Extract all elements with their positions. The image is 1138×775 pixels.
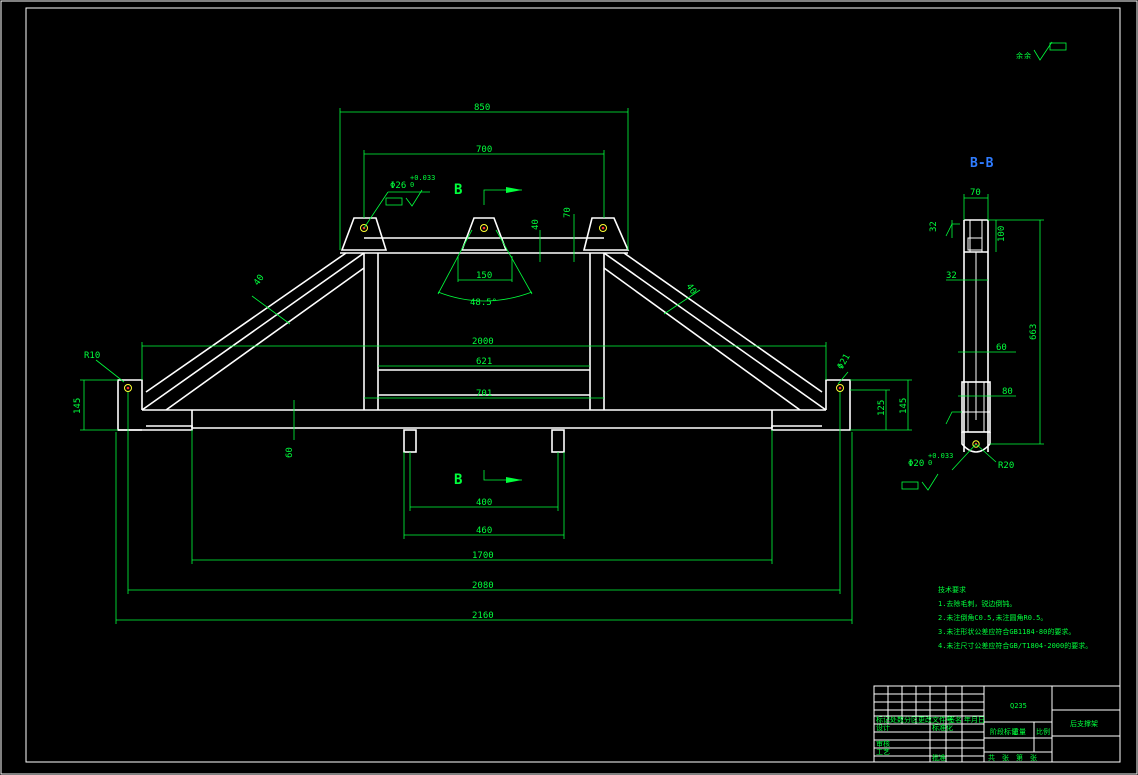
svg-text:年月日: 年月日: [964, 715, 985, 724]
dimension-lines: [80, 108, 912, 624]
svg-text:重量: 重量: [1012, 728, 1026, 736]
inner-frame: [25, 7, 1121, 763]
svg-text:共: 共: [988, 753, 995, 762]
dim-150: 150: [476, 271, 492, 281]
tech-item-4: 4.未注尺寸公差应符合GB/T1804-2000的要求。: [938, 641, 1092, 650]
svg-text:工艺: 工艺: [876, 748, 890, 756]
roughness-symbol: 余 余: [1016, 41, 1067, 61]
svg-text:标准化: 标准化: [932, 723, 953, 732]
dim-2000: 2000: [472, 337, 494, 347]
dim-125: 125: [877, 400, 887, 416]
svg-text:张: 张: [1002, 753, 1009, 762]
svg-text:批准: 批准: [932, 753, 946, 762]
svg-text:设计: 设计: [876, 723, 890, 732]
dim-145-left: 145: [73, 398, 83, 414]
dim-60: 60: [285, 447, 295, 458]
svg-text:张: 张: [1030, 753, 1037, 762]
dim-400: 400: [476, 498, 492, 508]
section-dim-32-top: 32: [929, 221, 939, 232]
tech-item-2: 2.未注倒角C0.5,未注圆角R0.5。: [938, 613, 1047, 622]
frame-structure: [117, 217, 851, 453]
dimension-texts: 850 700 70 40 150 48.5° 40 40 2000 621 7…: [73, 103, 909, 621]
dim-621: 621: [476, 357, 492, 367]
dim-40-left-brace: 40: [252, 273, 266, 288]
technical-requirements: 技术要求 1.去除毛刺，锐边倒钝。 2.未注倒角C0.5,未注圆角R0.5。 3…: [938, 585, 1092, 650]
dim-r10: R10: [84, 351, 100, 361]
svg-text:更改文件号: 更改文件号: [918, 715, 953, 724]
dim-r21: Φ21: [836, 352, 853, 371]
svg-text:审核: 审核: [876, 739, 890, 748]
dim-40-right-brace: 40: [684, 282, 698, 297]
section-view: B-B 70 32 100: [901, 156, 1044, 491]
svg-text:余: 余: [1024, 51, 1031, 60]
part-name: 后支撑架: [1070, 719, 1098, 728]
tech-item-3: 3.未注形状公差应符合GB1184-80的要求。: [938, 627, 1075, 636]
hole-markers: [124, 224, 844, 392]
dim-2080: 2080: [472, 581, 494, 591]
section-hole-20-tol-upper: +0.033: [928, 452, 953, 460]
hole-26-callout: Φ26: [390, 181, 406, 191]
title-block: Q235 后支撑架 标记 处数 分区 更改文件号 签名 年月日 设计 标准化 阶…: [873, 685, 1121, 763]
dim-angle: 48.5°: [470, 298, 497, 308]
section-dim-70: 70: [970, 188, 981, 198]
dim-2160: 2160: [472, 611, 494, 621]
section-title: B-B: [970, 156, 994, 171]
section-mark-bottom: B: [454, 472, 462, 488]
dim-460: 460: [476, 526, 492, 536]
dim-1700: 1700: [472, 551, 494, 561]
tech-item-1: 1.去除毛刺，锐边倒钝。: [938, 599, 1016, 608]
dim-700: 700: [476, 145, 492, 155]
tech-title: 技术要求: [938, 585, 966, 594]
svg-text:分区: 分区: [904, 715, 918, 724]
dim-145-right: 145: [899, 398, 909, 414]
section-dim-80: 80: [1002, 387, 1013, 397]
svg-text:标记: 标记: [876, 715, 890, 724]
section-mark-top: B: [454, 182, 462, 198]
svg-text:处数: 处数: [890, 715, 904, 724]
section-dim-100: 100: [997, 226, 1007, 242]
hole-26-tol-lower: 0: [410, 181, 414, 189]
section-dim-r20: R20: [998, 461, 1014, 471]
dim-850: 850: [474, 103, 490, 113]
svg-text:阶段标记: 阶段标记: [990, 727, 1018, 736]
svg-text:签名: 签名: [948, 715, 962, 724]
section-dim-60: 60: [996, 343, 1007, 353]
section-hole-20: Φ20: [908, 459, 924, 469]
section-dim-32-mid: 32: [946, 271, 957, 281]
hole-26-tol-upper: +0.033: [410, 174, 435, 182]
svg-text:比例: 比例: [1036, 727, 1050, 736]
svg-text:余: 余: [1016, 51, 1023, 60]
section-dim-663: 663: [1029, 324, 1039, 340]
svg-text:第: 第: [1016, 753, 1023, 762]
dim-701: 701: [476, 389, 492, 399]
dim-70: 70: [563, 207, 573, 218]
material: Q235: [1010, 702, 1027, 710]
dim-40-tube: 40: [531, 219, 541, 230]
section-hole-20-tol-lower: 0: [928, 459, 932, 467]
